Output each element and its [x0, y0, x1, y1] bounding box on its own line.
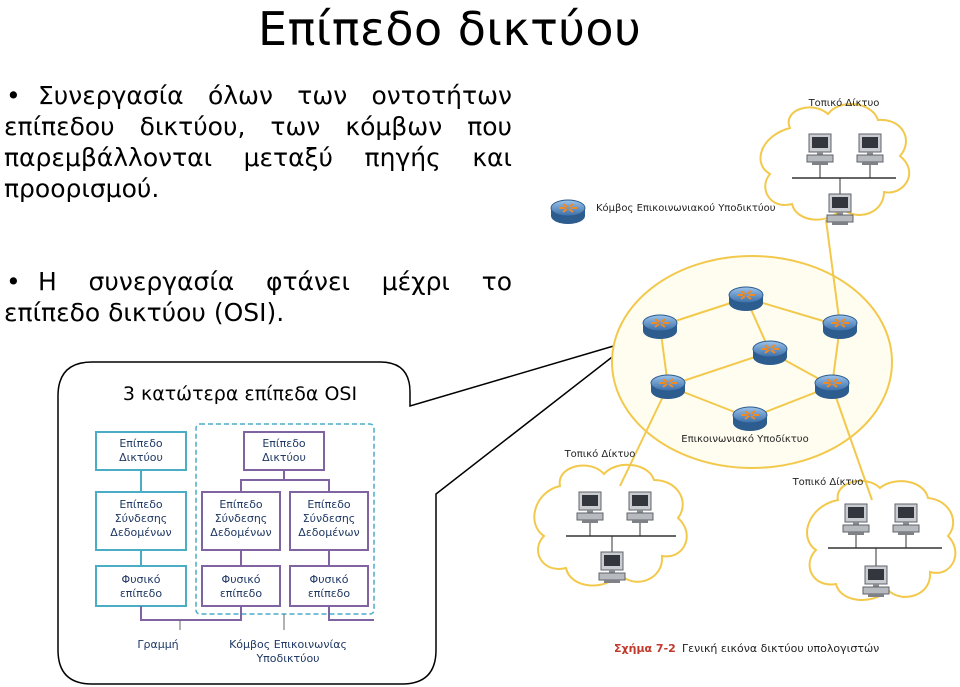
- osi-left-physical-box: [95, 565, 187, 607]
- word: και: [472, 143, 512, 172]
- bullet-dot: •: [6, 267, 21, 296]
- router-icon: [728, 286, 764, 312]
- word: συνεργασία: [88, 267, 235, 296]
- osi-node-datalink-right-box: [289, 491, 369, 551]
- bullet-line: παρεμβάλλονται μεταξύ πηγής και: [4, 142, 512, 173]
- subnet-cloud: [611, 255, 893, 469]
- slide-title: Επίπεδο δικτύου: [258, 2, 642, 56]
- router-icon: [752, 340, 788, 366]
- lan-cloud-top: [759, 102, 911, 221]
- router-icon: [732, 406, 768, 432]
- router-icon: [650, 374, 686, 400]
- word: όλων: [207, 81, 273, 110]
- bullet-line: προορισμού.: [4, 173, 512, 204]
- computer-icon: [626, 491, 654, 524]
- computer-icon: [856, 133, 884, 166]
- bullet-cooperation: • Συνεργασία όλων των οντοτήτων επίπεδου…: [4, 80, 512, 204]
- router-icon: [822, 314, 858, 340]
- word: κόμβων: [345, 112, 443, 141]
- word: επίπεδου: [4, 112, 115, 141]
- caption-text: Γενική εικόνα δικτύου υπολογιστών: [682, 642, 879, 655]
- word: που: [467, 112, 512, 141]
- word: των: [297, 81, 348, 110]
- bullet-line: Η συνεργασία φτάνει μέχρι το: [6, 266, 512, 297]
- bullet-dot: •: [6, 81, 21, 110]
- word: το: [481, 267, 512, 296]
- callout-title: 3 κατώτερα επίπεδα OSI: [123, 383, 357, 405]
- word: παρεμβάλλονται: [4, 143, 213, 172]
- word: μεταξύ: [243, 143, 333, 172]
- legend-router-label: Κόμβος Επικοινωνιακού Υποδικτύου: [596, 202, 776, 214]
- word: επίπεδο δικτύου (OSI).: [4, 298, 285, 327]
- caption-number: Σχήμα 7-2: [614, 642, 676, 655]
- osi-diagram: [95, 423, 375, 630]
- computer-icon: [842, 503, 870, 536]
- router-icon: [642, 314, 678, 340]
- osi-node-physical-right-box: [289, 565, 369, 607]
- osi-left-network-box: [95, 431, 187, 471]
- osi-line-label: Γραμμή: [137, 638, 178, 651]
- bullet-line: επίπεδο δικτύου (OSI).: [4, 297, 512, 328]
- word: μέχρι: [381, 267, 450, 296]
- router-icon: [814, 374, 850, 400]
- lan-cloud-right: [806, 479, 957, 602]
- computer-icon: [862, 565, 890, 598]
- word: πηγής: [364, 143, 441, 172]
- computer-icon: [576, 491, 604, 524]
- computer-icon: [892, 503, 920, 536]
- word: των: [270, 112, 321, 141]
- osi-node-physical-left-box: [201, 565, 281, 607]
- word: Η: [38, 267, 57, 296]
- word: οντοτήτων: [371, 81, 512, 110]
- word: φτάνει: [266, 267, 350, 296]
- computer-icon: [826, 193, 854, 226]
- computer-icon: [598, 551, 626, 584]
- word: προορισμού.: [4, 174, 160, 203]
- bullet-line: Συνεργασία όλων των οντοτήτων: [6, 80, 512, 111]
- bullet-osi: • Η συνεργασία φτάνει μέχρι το επίπεδο δ…: [4, 266, 512, 328]
- computer-icon: [806, 133, 834, 166]
- legend-router-icon: [550, 199, 586, 225]
- lan-label-left: Τοπικό Δίκτυο: [564, 448, 636, 460]
- subnet-label: Επικοινωνιακό Υποδίκτυο: [681, 433, 808, 445]
- lan-label-top: Τοπικό Δίκτυο: [808, 97, 880, 109]
- word: δικτύου,: [139, 112, 246, 141]
- bullet-line: επίπεδου δικτύου, των κόμβων που: [4, 111, 512, 142]
- word: Συνεργασία: [38, 81, 184, 110]
- lan-label-right: Τοπικό Δίκτυο: [792, 476, 864, 488]
